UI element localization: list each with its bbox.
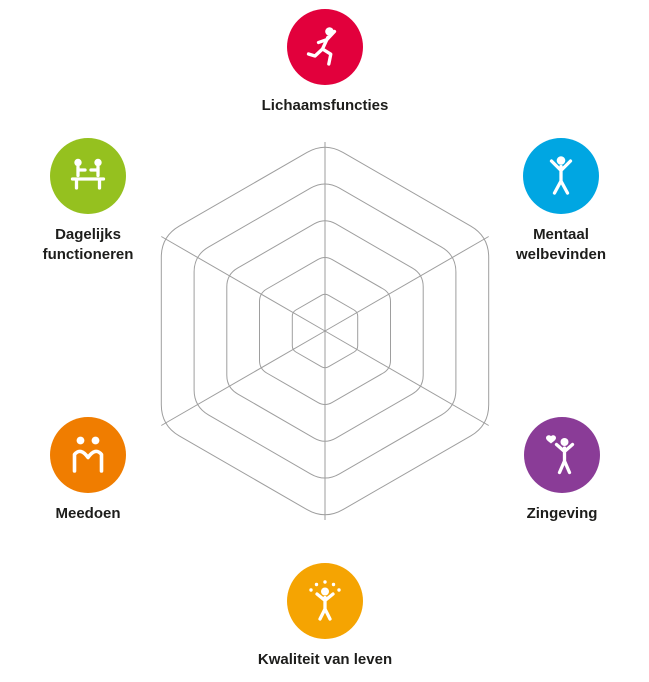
running-person-icon — [306, 27, 337, 66]
person-with-heart-icon — [546, 435, 575, 475]
zingeving-badge[interactable] — [524, 417, 600, 493]
dimension-label: Mentaal welbevinden — [515, 226, 607, 264]
dagelijks-functioneren-badge[interactable] — [50, 138, 126, 214]
dimension-kwaliteit-van-leven: Kwaliteit van leven — [245, 563, 405, 670]
meedoen-badge[interactable] — [50, 417, 126, 493]
person-arms-raised-icon — [549, 156, 573, 195]
dimension-zingeving: Zingeving — [482, 417, 642, 524]
dimension-label: Meedoen — [55, 505, 121, 522]
mentaal-welbevinden-badge[interactable] — [523, 138, 599, 214]
dimension-lichaamsfuncties: Lichaamsfuncties — [245, 9, 405, 116]
two-people-m-icon — [72, 436, 104, 473]
kwaliteit-van-leven-badge[interactable] — [287, 563, 363, 639]
lichaamsfuncties-badge[interactable] — [287, 9, 363, 85]
radiant-person-icon — [309, 580, 341, 621]
dimension-meedoen: Meedoen — [8, 417, 168, 524]
dimension-label: Kwaliteit van leven — [257, 651, 393, 668]
dimension-mentaal-welbevinden: Mentaal welbevinden — [481, 138, 641, 266]
dimension-label: Lichaamsfuncties — [261, 97, 389, 114]
dimension-label: Zingeving — [526, 505, 598, 522]
dimension-label: Dagelijks functioneren — [42, 226, 134, 264]
people-at-table-icon — [70, 158, 106, 190]
dimension-dagelijks-functioneren: Dagelijks functioneren — [8, 138, 168, 266]
